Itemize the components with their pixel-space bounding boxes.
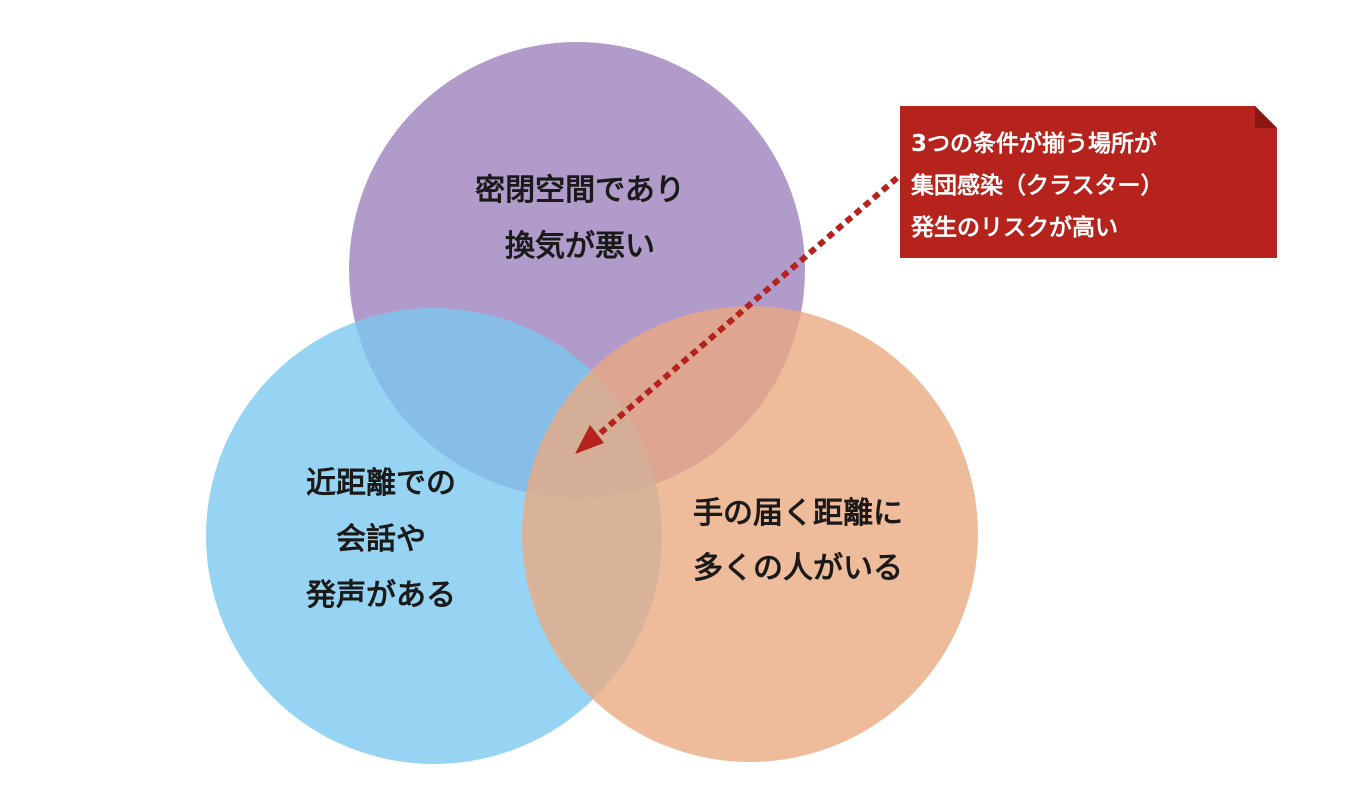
callout-line-3: 発生のリスクが高い	[910, 214, 1118, 241]
circle-top-line-1: 密閉空間であり	[475, 173, 685, 208]
circle-right-line-1: 手の届く距離に	[693, 496, 903, 531]
circle-left-line-1: 近距離での	[306, 466, 456, 501]
callout-arrow	[586, 175, 899, 446]
callout-box: 3つの条件が揃う場所が 集団感染（クラスター） 発生のリスクが高い	[900, 106, 1277, 258]
circle-right-label: 手の届く距離に 多くの人がいる	[693, 496, 903, 586]
circle-left-line-3: 発声がある	[305, 578, 456, 613]
circle-right-line-2: 多くの人がいる	[693, 551, 903, 586]
callout-background	[900, 106, 1277, 258]
circle-right	[522, 306, 978, 762]
callout-fold	[1255, 106, 1277, 128]
circle-top-line-2: 換気が悪い	[505, 229, 655, 264]
callout-line-1: 3つの条件が揃う場所が	[911, 130, 1157, 157]
circle-left-line-2: 会話や	[336, 522, 426, 557]
circle-top-label: 密閉空間であり 換気が悪い	[475, 173, 685, 264]
callout-line-2: 集団感染（クラスター）	[910, 172, 1164, 199]
circle-left-label: 近距離での 会話や 発声がある	[305, 466, 456, 613]
circle-left	[206, 308, 662, 764]
callout-arrow-head	[575, 425, 604, 454]
